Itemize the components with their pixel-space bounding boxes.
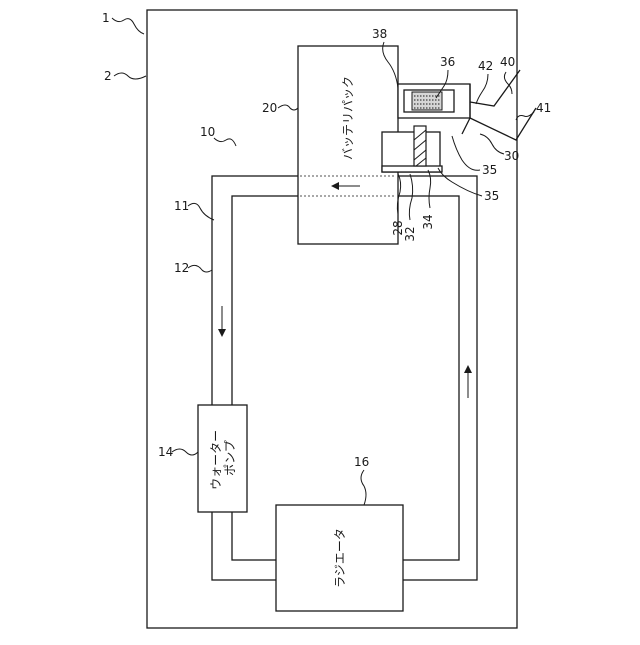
ref-filter: 36 — [440, 55, 455, 69]
leader-duct-joint — [476, 74, 488, 104]
ref-holder: 38 — [372, 27, 387, 41]
leader-seal — [409, 174, 412, 220]
leader-water-pump — [172, 449, 198, 455]
ref-vehicle: 1 — [102, 11, 110, 25]
leader-cooling-device — [214, 138, 236, 146]
radiator-label: ラジエータ — [333, 528, 347, 588]
leader-battery-pack — [278, 105, 298, 110]
ref-water-pump: 14 — [158, 445, 173, 459]
vent-duct-bottom-edge — [470, 108, 536, 140]
ref-gap-lower: 35 — [484, 189, 499, 203]
leader-vehicle — [112, 18, 144, 34]
ref-gap-upper: 35 — [482, 163, 497, 177]
ref-vent-duct: 40 — [500, 55, 515, 69]
ref-connector: 30 — [504, 149, 519, 163]
leader-connector — [480, 134, 504, 154]
leader-gap-lower — [438, 168, 482, 196]
ref-pipe: 12 — [174, 261, 189, 275]
ref-plate: 34 — [421, 214, 435, 229]
ref-cooling-device: 10 — [200, 125, 215, 139]
ref-duct-joint: 42 — [478, 59, 493, 73]
leader-pipe — [188, 265, 212, 272]
ref-radiator: 16 — [354, 455, 369, 469]
ref-case-wall: 28 — [391, 220, 405, 235]
leader-circuit — [188, 203, 214, 220]
ref-body: 2 — [104, 69, 112, 83]
leader-radiator — [361, 470, 366, 505]
filter-element — [412, 92, 442, 110]
ref-circuit: 11 — [174, 199, 189, 213]
connector-plate — [382, 166, 442, 172]
leader-gap-upper — [452, 136, 480, 170]
battery-pack-label: バッテリパック — [341, 76, 355, 160]
ref-seal: 32 — [403, 226, 417, 241]
ref-duct-outlet: 41 — [536, 101, 551, 115]
leader-body — [114, 73, 146, 79]
ref-battery-pack: 20 — [262, 101, 277, 115]
